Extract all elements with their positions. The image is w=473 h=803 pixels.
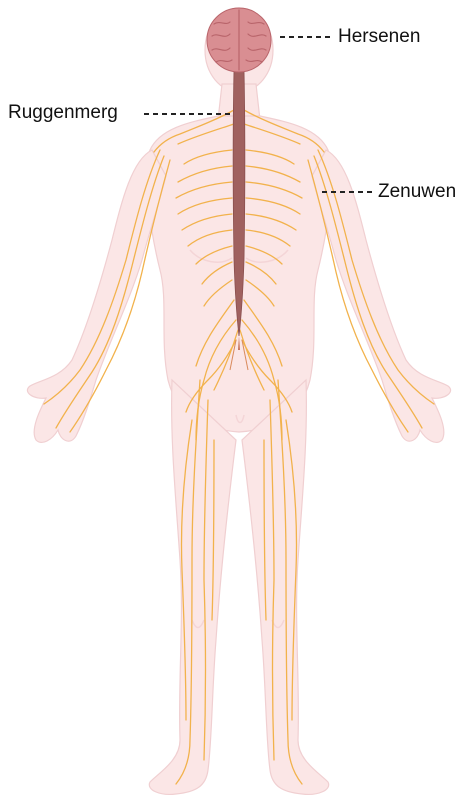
brain <box>207 8 271 72</box>
label-brain: Hersenen <box>338 27 420 46</box>
left-leg <box>149 380 236 794</box>
left-arm <box>27 150 166 442</box>
right-leg <box>242 380 329 794</box>
label-spinal-cord: Ruggenmerg <box>8 103 118 122</box>
label-nerves: Zenuwen <box>378 182 456 201</box>
